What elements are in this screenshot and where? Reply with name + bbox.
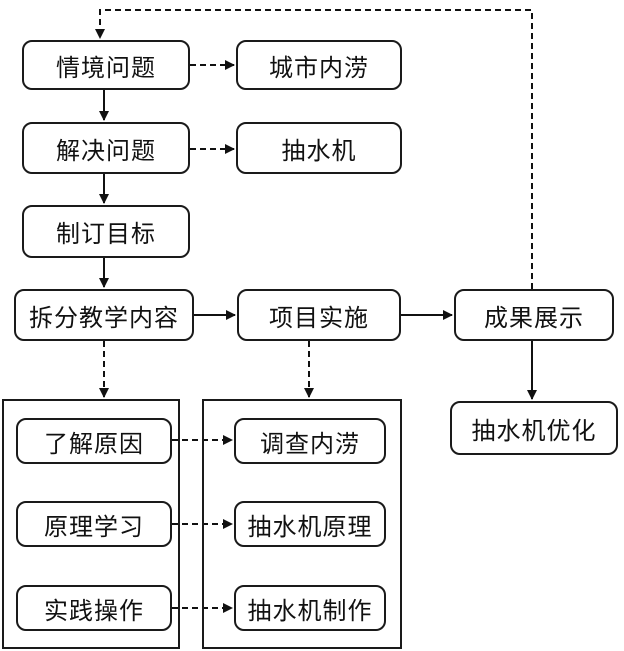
node-chaifen: 拆分教学内容 [14,289,194,341]
node-liaojie: 了解原因 [16,418,172,464]
group-left-frame [2,399,180,649]
node-zhiding: 制订目标 [22,205,190,258]
node-yuanli2: 抽水机原理 [234,501,386,547]
node-shijian: 实践操作 [16,585,172,631]
node-yuanli: 原理学习 [16,501,172,547]
node-jiejue: 解决问题 [22,122,190,174]
node-youhua: 抽水机优化 [450,401,618,455]
group-right-frame [202,399,402,649]
edge-chengguo-qingjing-feedback [95,9,533,289]
node-diaocha: 调查内涝 [234,418,386,464]
node-choushuiji: 抽水机 [236,122,402,174]
node-zhizuo: 抽水机制作 [234,585,386,631]
node-chengguo: 成果展示 [454,289,614,341]
node-chengshi: 城市内涝 [236,40,402,90]
node-xiangmu: 项目实施 [237,289,401,341]
node-qingjing: 情境问题 [22,40,190,90]
